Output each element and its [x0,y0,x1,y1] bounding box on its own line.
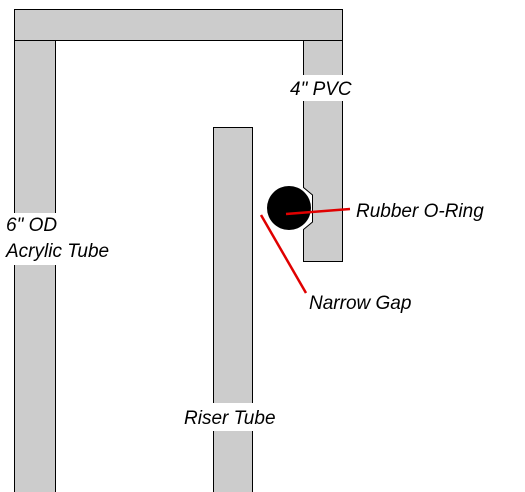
pvc-label-bg [284,75,362,101]
oring-label: Rubber O-Ring [356,201,484,222]
oring-pointer-line [285,207,351,216]
acrylic-label-bg [4,213,130,265]
gap-pointer-line [259,214,308,294]
riser-label-bg [179,403,291,431]
rubber-oring [267,186,311,230]
acrylic-tube-left-wall [14,40,56,492]
acrylic-tube-top [14,9,343,41]
pvc-label: 4" PVC [290,79,352,100]
acrylic-label-line1: 6" OD [6,215,57,236]
pvc-tube [303,40,343,262]
riser-label: Riser Tube [184,408,276,429]
riser-tube [213,127,253,492]
gap-label: Narrow Gap [309,293,411,314]
acrylic-label-line2: Acrylic Tube [5,241,109,262]
